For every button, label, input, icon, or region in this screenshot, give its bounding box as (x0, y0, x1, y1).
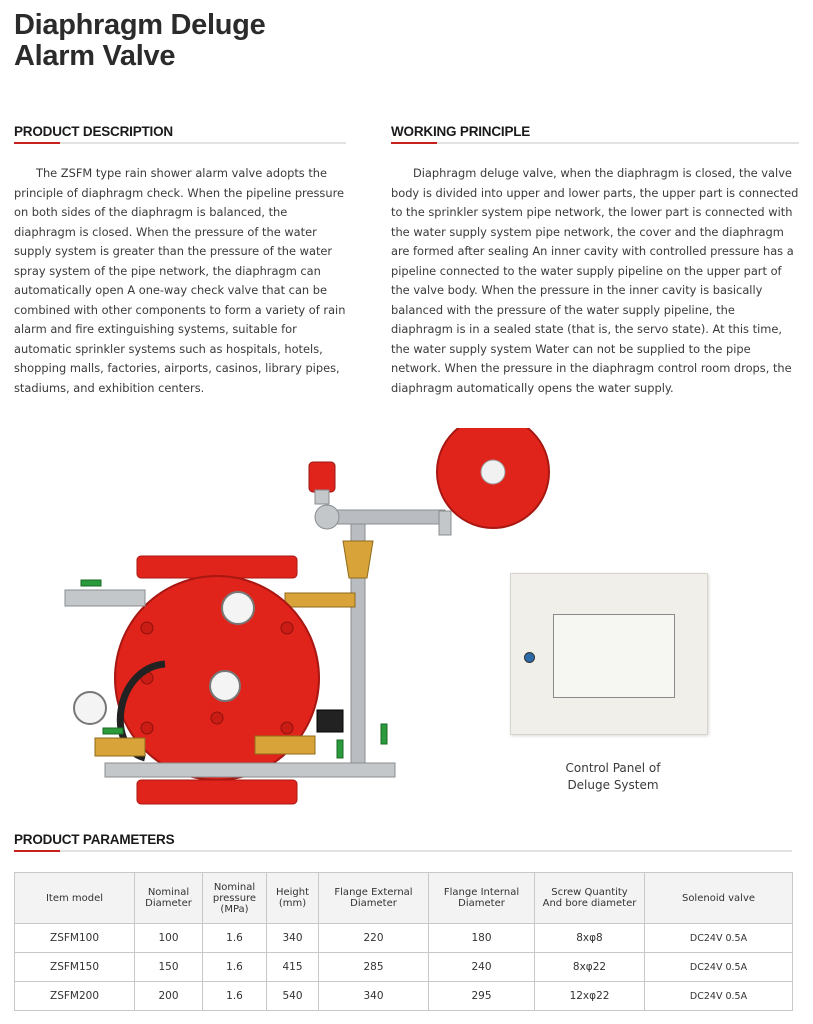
table-header-text: (mm) (278, 898, 307, 909)
caption-line2: Deluge System (567, 778, 659, 792)
table-cell: 150 (134, 952, 203, 982)
table-cell: 200 (134, 981, 203, 1011)
table-header-cell: Height(mm) (266, 872, 319, 924)
table-cell: 180 (428, 923, 535, 953)
table-header-cell: Solenoid valve (644, 872, 793, 924)
control-panel-image (510, 573, 708, 735)
product-parameters-heading-text: PRODUCT PARAMETERS (14, 832, 175, 847)
table-cell: 220 (318, 923, 429, 953)
working-principle-heading-text: WORKING PRINCIPLE (391, 124, 531, 139)
control-panel-caption: Control Panel of Deluge System (548, 760, 678, 794)
table-header-text: Nominal (147, 887, 190, 898)
table-header-text: Flange External (334, 887, 413, 898)
table-cell: 340 (318, 981, 429, 1011)
table-cell: 1.6 (202, 981, 267, 1011)
working-principle-text: Diaphragm deluge valve, when the diaphra… (391, 166, 799, 395)
product-parameters-heading: PRODUCT PARAMETERS (14, 832, 792, 852)
table-cell: 1.6 (202, 952, 267, 982)
page-title-line2: Alarm Valve (14, 40, 176, 72)
table-cell: 8xφ22 (534, 952, 645, 982)
table-header-text: And bore diameter (542, 898, 637, 909)
table-cell: 415 (266, 952, 319, 982)
table-header-text: Nominal (213, 881, 256, 893)
table-header-text: Diameter (145, 898, 192, 909)
caption-line1: Control Panel of (565, 761, 661, 775)
table-cell: DC24V 0.5A (644, 952, 793, 982)
page-title-line1: Diaphragm Deluge (14, 9, 266, 41)
table-header-cell: Item model (14, 872, 135, 924)
working-principle-heading: WORKING PRINCIPLE (391, 124, 799, 144)
key-switch-icon (524, 652, 535, 663)
table-header-text: pressure (212, 892, 257, 904)
table-header-text: Height (275, 887, 310, 898)
table-header-text: (MPa) (220, 903, 249, 915)
table-cell: 540 (266, 981, 319, 1011)
table-cell: 100 (134, 923, 203, 953)
table-cell: DC24V 0.5A (644, 923, 793, 953)
heading-accent-bar (14, 850, 60, 852)
table-header-text: Diameter (350, 898, 397, 909)
table-cell: DC24V 0.5A (644, 981, 793, 1011)
table-cell: 8xφ8 (534, 923, 645, 953)
product-description-heading: PRODUCT DESCRIPTION (14, 124, 346, 144)
table-header-text: Flange Internal (443, 887, 520, 898)
table-cell: 285 (318, 952, 429, 982)
table-cell: 295 (428, 981, 535, 1011)
heading-accent-bar (14, 142, 60, 144)
product-description-heading-text: PRODUCT DESCRIPTION (14, 124, 173, 139)
product-description-text: The ZSFM type rain shower alarm valve ad… (14, 166, 346, 395)
table-cell: ZSFM100 (14, 923, 135, 953)
table-cell: 240 (428, 952, 535, 982)
deluge-valve-image (64, 428, 550, 805)
table-header-text: Diameter (458, 898, 505, 909)
control-panel-screen (553, 614, 675, 698)
table-header-text: Item model (45, 892, 104, 904)
table-cell: ZSFM150 (14, 952, 135, 982)
heading-accent-bar (391, 142, 437, 144)
table-cell: 1.6 (202, 923, 267, 953)
table-cell: ZSFM200 (14, 981, 135, 1011)
table-cell: 340 (266, 923, 319, 953)
table-header-text: Solenoid valve (681, 892, 756, 904)
table-cell: 12xφ22 (534, 981, 645, 1011)
page-title: Diaphragm Deluge Alarm Valve (14, 9, 266, 72)
table-header-text: Screw Quantity (551, 887, 628, 898)
